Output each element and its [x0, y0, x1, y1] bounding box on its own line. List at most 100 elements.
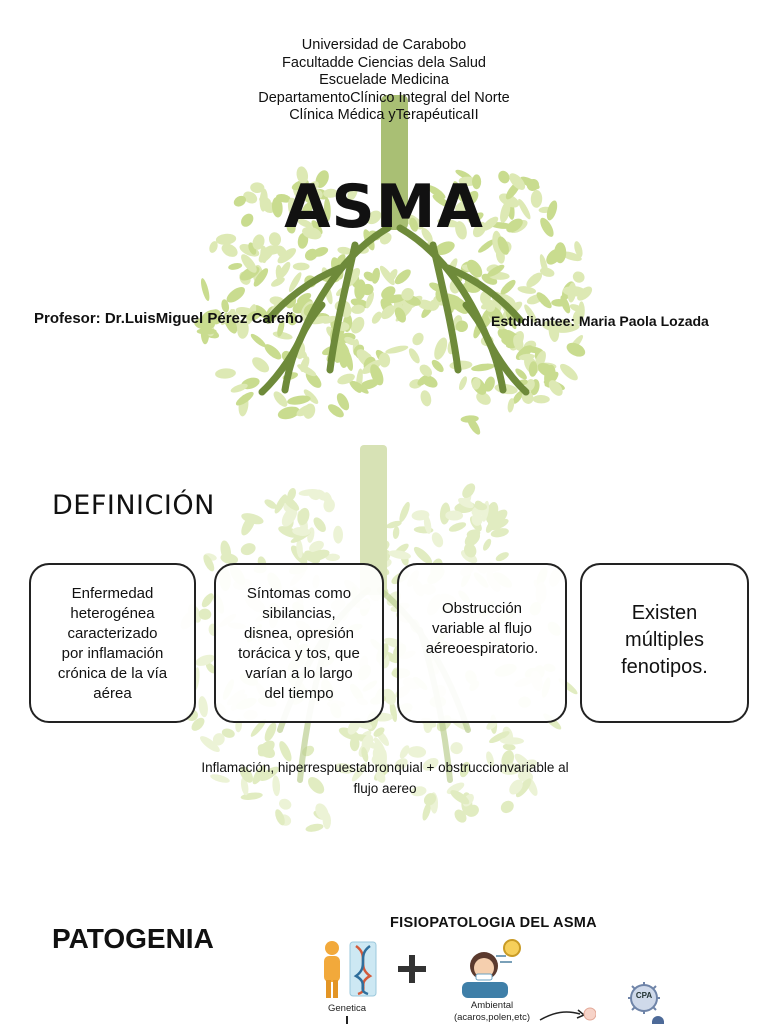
- leaf-shape: [334, 763, 354, 774]
- leaf-shape: [467, 416, 481, 435]
- leaf-shape: [274, 494, 287, 514]
- leaf-shape: [394, 758, 408, 770]
- leaf-shape: [379, 232, 392, 245]
- leaf-shape: [351, 304, 365, 314]
- leaf-shape: [301, 202, 313, 216]
- header-line: DepartamentoClínico Integral del Norte: [258, 89, 510, 106]
- leaf-shape: [253, 268, 269, 287]
- leaf-shape: [388, 550, 411, 560]
- leaf-shape: [279, 798, 292, 810]
- leaf-shape: [502, 743, 516, 751]
- professor-name: Profesor: Dr.LuisMiguel Pérez Careño: [34, 310, 304, 327]
- leaf-shape: [264, 344, 282, 360]
- leaf-shape: [308, 777, 325, 794]
- leaf-shape: [422, 757, 439, 771]
- leaf-shape: [259, 188, 268, 212]
- leaf-shape: [555, 324, 580, 333]
- leaf-shape: [361, 747, 369, 763]
- leaf-shape: [264, 722, 277, 742]
- definition-summary: Inflamación, hiperrespuestabronquial + o…: [170, 757, 600, 799]
- leaf-shape: [500, 201, 511, 223]
- summary-line: Inflamación, hiperrespuestabronquial + o…: [201, 760, 569, 775]
- leaf-shape: [349, 380, 362, 393]
- leaf-shape: [226, 287, 245, 303]
- leaf-shape: [373, 727, 385, 737]
- leaf-shape: [212, 733, 225, 746]
- leaf-shape: [532, 394, 550, 404]
- leaf-shape: [385, 345, 409, 354]
- leaf-shape: [306, 549, 330, 562]
- leaf-shape: [221, 728, 235, 738]
- leaf-shape: [300, 356, 310, 372]
- pathogenesis-heading: PATOGENIA: [52, 923, 214, 954]
- leaf-shape: [540, 217, 554, 237]
- leaf-shape: [221, 243, 238, 257]
- leaf-shape: [239, 766, 253, 783]
- leaf-shape: [478, 239, 495, 253]
- genetics-figure-icon: [324, 941, 377, 998]
- leaf-shape: [422, 801, 432, 821]
- leaf-shape: [366, 210, 382, 225]
- leaf-shape: [411, 510, 430, 521]
- trachea-shape: [381, 95, 408, 230]
- leaf-shape: [387, 269, 398, 283]
- leaf-shape: [485, 520, 495, 533]
- leaf-shape: [296, 166, 309, 184]
- leaf-shape: [434, 241, 455, 256]
- leaf-shape: [305, 371, 322, 388]
- leaf-shape: [296, 539, 303, 559]
- leaf-shape: [437, 218, 460, 228]
- institution-header: Universidad de Carabobo Facultadde Cienc…: [0, 37, 768, 125]
- leaf-shape: [292, 262, 310, 271]
- leaf-shape: [512, 390, 524, 404]
- leaf-shape: [233, 195, 247, 207]
- leaf-shape: [462, 483, 476, 498]
- leaf-shape: [252, 764, 267, 785]
- leaf-shape: [215, 368, 236, 379]
- leaf-shape: [426, 185, 446, 199]
- leaf-shape: [322, 315, 337, 324]
- leaf-shape: [526, 272, 543, 288]
- leaf-shape: [349, 736, 360, 752]
- environment-label-line: (acaros,polen,etc): [453, 1012, 531, 1023]
- leaf-shape: [546, 200, 558, 221]
- genetics-label: Genetica: [327, 1003, 367, 1014]
- leaf-shape: [495, 552, 509, 562]
- leaf-shape: [302, 226, 322, 240]
- page-title: ASMA: [284, 172, 484, 242]
- leaf-shape: [311, 220, 323, 235]
- leaf-shape: [243, 191, 258, 204]
- leaf-shape: [297, 232, 309, 249]
- leaf-shape: [286, 221, 296, 234]
- leaf-shape: [399, 745, 410, 759]
- card-line: crónica de la vía: [57, 665, 168, 682]
- card-line: varían a lo largo: [245, 665, 353, 682]
- card-line: variable al flujo: [431, 620, 533, 637]
- leaf-shape: [323, 188, 338, 198]
- leaf-shape: [528, 361, 538, 377]
- leaf-shape: [560, 363, 578, 381]
- leaf-shape: [221, 299, 230, 313]
- definition-card: Enfermedad heterogénea caracterizado por…: [29, 563, 196, 723]
- leaf-shape: [203, 554, 215, 572]
- leaf-shape: [431, 359, 444, 373]
- leaf-shape: [381, 305, 396, 320]
- leaf-shape: [250, 718, 267, 737]
- leaf-shape: [336, 393, 350, 411]
- leaf-shape: [200, 278, 210, 302]
- card-line: aérea: [93, 685, 132, 702]
- leaf-shape: [507, 398, 515, 413]
- leaf-shape: [498, 170, 510, 184]
- leaf-shape: [278, 526, 300, 538]
- leaf-shape: [268, 232, 282, 247]
- leaf-shape: [434, 337, 448, 360]
- genetics-connector: [346, 1016, 348, 1024]
- leaf-shape: [490, 528, 509, 538]
- leaf-shape: [577, 286, 593, 301]
- leaf-shape: [240, 777, 249, 796]
- leaf-shape: [409, 217, 419, 232]
- leaf-shape: [287, 395, 311, 405]
- lungs-illustration-top: [194, 95, 593, 435]
- leaf-shape: [484, 376, 495, 392]
- leaf-shape: [297, 507, 310, 526]
